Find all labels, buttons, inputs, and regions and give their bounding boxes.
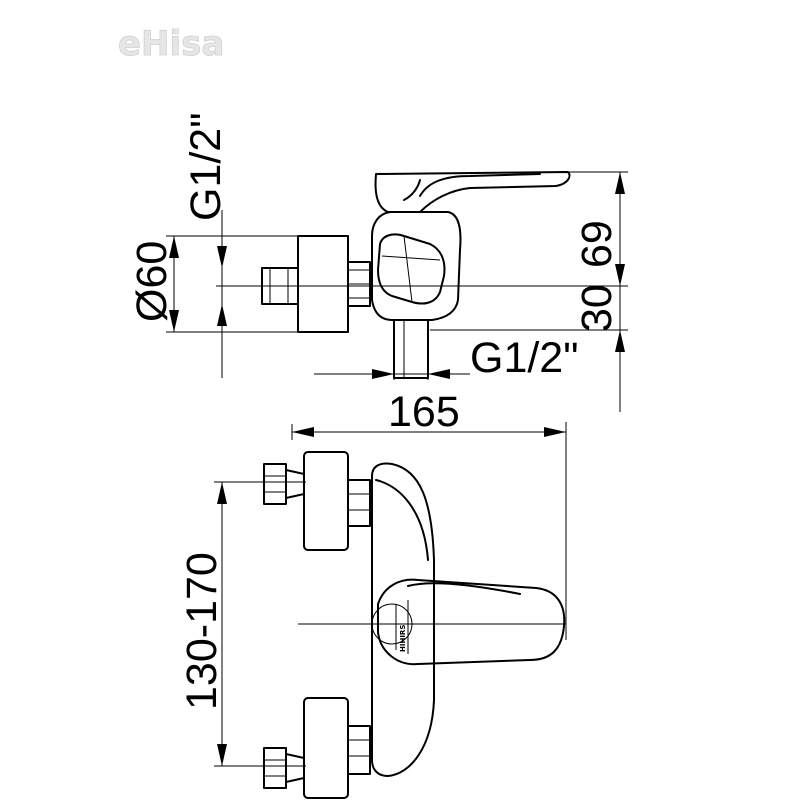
mixer-body-front [371, 462, 435, 777]
center-distance-label: 130-170 [178, 552, 226, 710]
width-dimension: 165 [291, 388, 567, 640]
watermark-logo: eHisa [118, 24, 224, 64]
inlet-thread-dimension: G1/2" [182, 113, 230, 378]
mixer-body-side [371, 171, 571, 379]
inlet-thread-label: G1/2" [182, 113, 230, 222]
width-label: 165 [388, 388, 460, 436]
diameter-label: Ø60 [128, 241, 176, 322]
height-top-label: 69 [573, 220, 621, 268]
lever-front: HIHIRS [371, 578, 566, 666]
height-dimensions: 69 30 [573, 172, 625, 412]
brand-mark: HIHIRS [399, 625, 407, 652]
side-view: G1/2" Ø60 69 30 G1/2" [128, 113, 628, 412]
outlet-thread-label: G1/2" [470, 334, 579, 382]
lower-connector [263, 697, 371, 799]
front-view: 165 130-170 [178, 388, 567, 799]
height-bottom-label: 30 [573, 284, 621, 332]
center-distance-dimension: 130-170 [178, 481, 306, 767]
diameter-dimension: Ø60 [128, 236, 179, 332]
eccentric-connector [261, 235, 371, 333]
upper-connector [263, 451, 371, 551]
outlet-thread-dimension: G1/2" [314, 334, 579, 382]
